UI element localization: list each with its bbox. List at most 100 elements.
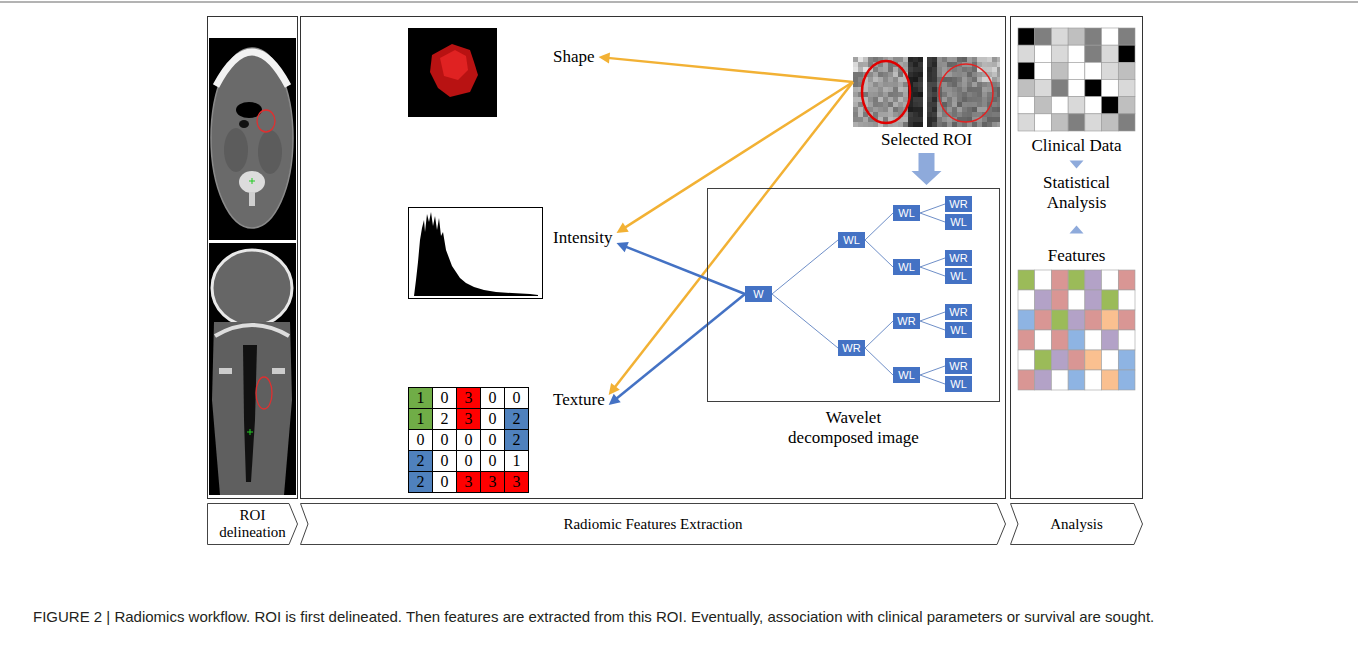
ct-texture (927, 107, 932, 112)
feature-cell (1102, 370, 1119, 390)
stage-chevron: ROI delineation (207, 503, 298, 545)
feature-cell (1118, 270, 1135, 290)
ct-texture (888, 77, 893, 82)
ct-texture (987, 57, 992, 62)
connector (865, 240, 893, 267)
ct-texture (972, 107, 977, 112)
ct-texture (947, 77, 952, 82)
ct-texture (977, 102, 982, 107)
feature-cell (1068, 370, 1085, 390)
ct-texture (878, 102, 883, 107)
matrix-cell: 1 (504, 450, 529, 472)
feature-cell (1085, 330, 1102, 350)
node-label: Clinical Data (1018, 136, 1135, 156)
ct-texture (942, 97, 947, 102)
matrix-cell: 1 (408, 387, 433, 409)
connector (617, 242, 746, 294)
ct-texture (903, 122, 908, 127)
ct-texture (962, 107, 967, 112)
ct-texture (952, 72, 957, 77)
ct-texture (947, 92, 952, 97)
ct-texture (883, 117, 888, 122)
box-label: WL (893, 205, 920, 221)
ct-texture (932, 102, 937, 107)
ct-bone (272, 368, 285, 374)
ct-texture (927, 67, 932, 72)
ct-texture (878, 77, 883, 82)
connector (1070, 161, 1084, 169)
ct-texture (932, 122, 937, 127)
feature-cell (1051, 370, 1068, 390)
panel-frame (301, 17, 1006, 499)
data-grid: Clinical Data (1018, 28, 1135, 156)
ct-texture (977, 82, 982, 87)
ct-texture (952, 92, 957, 97)
ct-texture (937, 122, 942, 127)
ct-texture (873, 57, 878, 62)
ct-texture (972, 97, 977, 102)
feature-cell (1018, 370, 1035, 390)
ct-texture (883, 87, 888, 92)
connector (920, 213, 945, 222)
ct-texture (967, 77, 972, 82)
ct-texture (918, 67, 923, 72)
ct-texture (918, 82, 923, 87)
data-grid: Features (1018, 246, 1135, 266)
stage-chevron: Radiomic Features Extraction (300, 503, 1006, 545)
ct-texture (898, 87, 903, 92)
box-label: WR (838, 340, 865, 356)
ct-texture (868, 57, 873, 62)
ct-texture (937, 112, 942, 117)
ct-texture (883, 97, 888, 102)
ct-texture (873, 87, 878, 92)
ct-texture (918, 117, 923, 122)
feature-cell (1118, 370, 1135, 390)
clinical-cell (1068, 97, 1085, 114)
ct-texture (853, 112, 858, 117)
ct-texture (853, 102, 858, 107)
ct-texture (972, 102, 977, 107)
ct-texture (997, 67, 1000, 72)
feature-cell (1051, 330, 1068, 350)
ct-texture (853, 77, 858, 82)
connector-line (920, 204, 945, 213)
clinical-cell (1118, 62, 1135, 79)
ct-texture (972, 67, 977, 72)
feature-cell (1068, 290, 1085, 310)
node-label: Wavelet decomposed image (785, 408, 923, 448)
box-label: W (745, 286, 772, 302)
ct-marker (252, 178, 253, 184)
node-label: Features (1018, 246, 1135, 266)
ct-texture (982, 77, 987, 82)
ct-texture (947, 57, 952, 62)
ct-texture (898, 92, 903, 97)
ct-background (209, 243, 296, 495)
ct-texture (913, 82, 918, 87)
ct-texture (918, 112, 923, 117)
node-label: Statistical Analysis (1018, 173, 1135, 213)
ct-texture (937, 62, 942, 67)
node-label: Texture (553, 389, 605, 411)
ct-texture (932, 117, 937, 122)
ct-texture (868, 92, 873, 97)
feature-cell (1068, 350, 1085, 370)
ct-texture (853, 97, 858, 102)
feature-cell (1118, 350, 1135, 370)
render-background (408, 28, 497, 117)
panel-frame (1011, 17, 1143, 499)
ct-texture (878, 72, 883, 77)
ct-texture (888, 112, 893, 117)
ct-texture (982, 62, 987, 67)
ct-texture (932, 57, 937, 62)
wavelet-box: WL (893, 205, 920, 221)
ct-texture (858, 72, 863, 77)
chevron-shape (208, 504, 298, 545)
ct-texture (913, 57, 918, 62)
clinical-cell (1068, 62, 1085, 79)
ct-texture (883, 72, 888, 77)
ct-texture (982, 82, 987, 87)
ct-texture (927, 117, 932, 122)
ct-texture (868, 102, 873, 107)
arrowhead (617, 222, 629, 233)
ct-texture (893, 72, 898, 77)
